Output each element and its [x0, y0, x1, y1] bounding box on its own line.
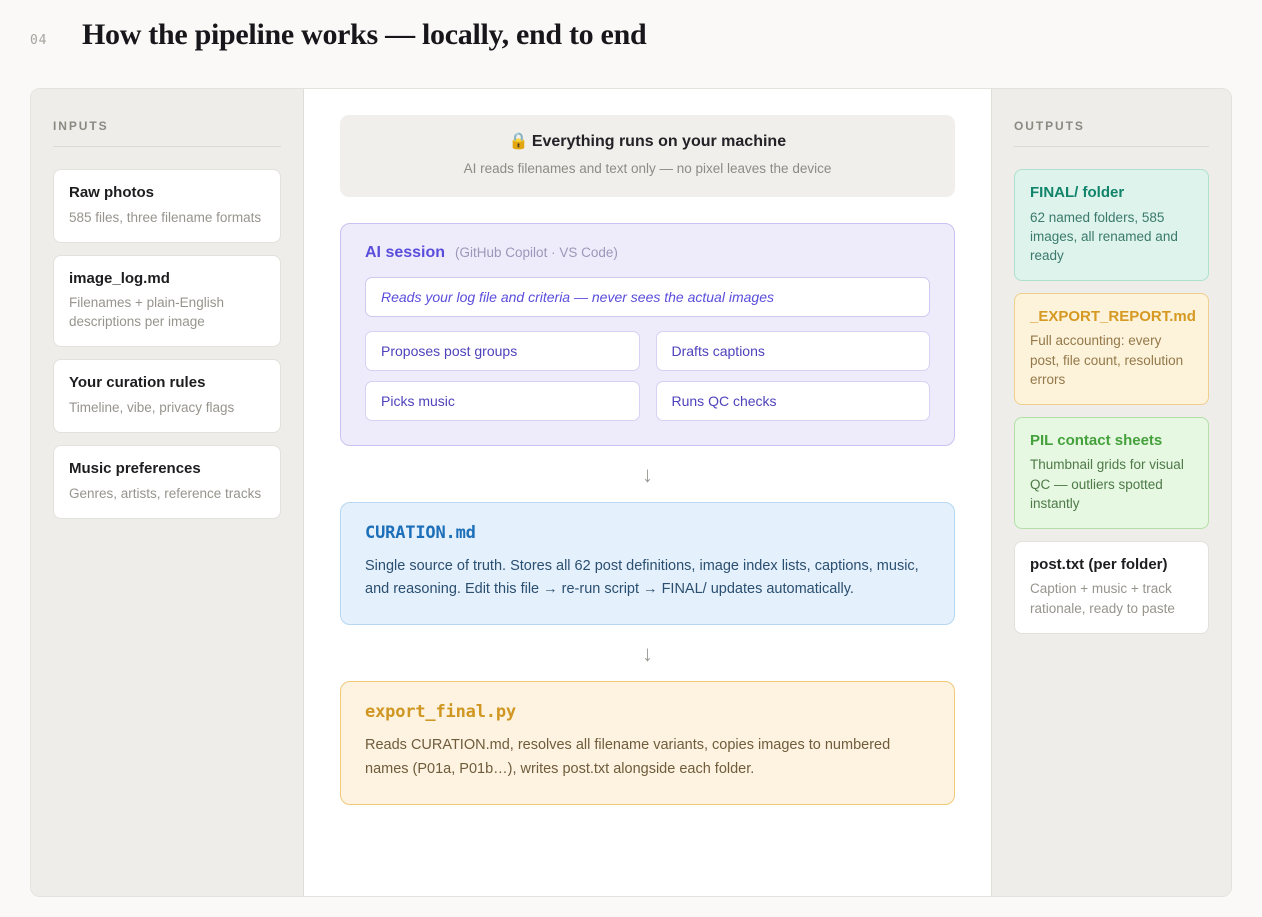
pipeline-frame: INPUTS Raw photos 585 files, three filen… [30, 88, 1232, 897]
privacy-banner-title: 🔒Everything runs on your machine [358, 132, 937, 153]
page-title: How the pipeline works — locally, end to… [82, 18, 647, 51]
input-card-title: image_log.md [69, 269, 170, 287]
privacy-banner: 🔒Everything runs on your machine AI read… [340, 115, 955, 198]
inputs-divider [53, 146, 281, 147]
input-card-title: Raw photos [69, 184, 154, 201]
output-card-description: Caption + music + track rationale, ready… [1030, 581, 1175, 616]
outputs-column-label: OUTPUTS [1014, 119, 1085, 133]
output-card-title: post.txt (per folder) [1030, 555, 1168, 573]
pipeline-center-column: 🔒Everything runs on your machine AI read… [304, 89, 991, 896]
inputs-column-label: INPUTS [53, 119, 109, 133]
output-card-description: Full accounting: every post, file count,… [1030, 333, 1184, 387]
output-card-final-folder[interactable]: FINAL/ folder 62 named folders, 585 imag… [1014, 169, 1209, 281]
output-card-export-report[interactable]: _EXPORT_REPORT.md Full accounting: every… [1014, 292, 1209, 405]
output-card-title: FINAL/ folder [1030, 184, 1125, 201]
flow-card-export-final-py[interactable]: export_final.py Reads CURATION.md, resol… [340, 681, 955, 805]
ai-capability-drafts-captions[interactable]: Drafts captions [655, 331, 930, 372]
inputs-column: INPUTS Raw photos 585 files, three filen… [31, 89, 304, 896]
output-card-description: Thumbnail grids for visual QC — outliers… [1030, 457, 1184, 511]
output-card-pil-contact-sheets[interactable]: PIL contact sheets Thumbnail grids for v… [1014, 416, 1209, 529]
arrow-down-icon-2: ↓ [642, 641, 653, 667]
ai-session-panel: AI session (GitHub Copilot · VS Code) Re… [340, 223, 955, 447]
page-header: 04 How the pipeline works — locally, end… [0, 0, 1262, 52]
input-card-raw-photos[interactable]: Raw photos 585 files, three filename for… [53, 169, 281, 243]
output-card-title: _EXPORT_REPORT.md [1030, 307, 1196, 325]
ai-session-header: AI session (GitHub Copilot · VS Code) [365, 244, 930, 262]
input-card-description: Genres, artists, reference tracks [69, 485, 262, 501]
output-card-post-txt[interactable]: post.txt (per folder) Caption + music + … [1014, 540, 1209, 634]
arrow-down-icon-1: ↓ [642, 462, 653, 488]
flow-card-body: Reads CURATION.md, resolves all filename… [365, 737, 891, 777]
input-card-image-log[interactable]: image_log.md Filenames + plain-English d… [53, 254, 281, 348]
flow-card-title: export_final.py [365, 702, 516, 723]
input-card-title: Your curation rules [69, 374, 206, 392]
ai-capability-runs-qc-checks[interactable]: Runs QC checks [655, 381, 930, 422]
slide-number: 04 [30, 33, 48, 48]
input-card-music-preferences[interactable]: Music preferences Genres, artists, refer… [53, 445, 281, 519]
outputs-divider [1014, 146, 1209, 147]
flow-card-body: Single source of truth. Stores all 62 po… [365, 558, 919, 598]
flow-card-title: CURATION.md [365, 523, 476, 544]
privacy-banner-title-text: Everything runs on your machine [531, 133, 787, 150]
lock-icon: 🔒 [508, 133, 529, 150]
input-card-title: Music preferences [69, 460, 201, 478]
input-card-curation-rules[interactable]: Your curation rules Timeline, vibe, priv… [53, 359, 281, 434]
input-card-description: 585 files, three filename formats [69, 209, 262, 225]
ai-capability-picks-music[interactable]: Picks music [365, 381, 640, 422]
ai-capability-proposes-post-groups[interactable]: Proposes post groups [365, 331, 640, 372]
ai-session-subtitle: (GitHub Copilot · VS Code) [455, 245, 618, 261]
input-card-description: Filenames + plain-English descriptions p… [69, 295, 224, 330]
flow-card-curation-md[interactable]: CURATION.md Single source of truth. Stor… [340, 502, 955, 626]
ai-session-title: AI session [365, 244, 446, 262]
output-card-title: PIL contact sheets [1030, 431, 1163, 449]
ai-session-capability-grid: Proposes post groups Drafts captions Pic… [365, 331, 930, 422]
output-card-description: 62 named folders, 585 images, all rename… [1030, 209, 1178, 263]
outputs-column: OUTPUTS FINAL/ folder 62 named folders, … [991, 89, 1231, 896]
privacy-banner-subtitle: AI reads filenames and text only — no pi… [463, 160, 832, 176]
ai-session-prompt-input[interactable]: Reads your log file and criteria — never… [365, 277, 930, 318]
input-card-description: Timeline, vibe, privacy flags [69, 399, 235, 415]
